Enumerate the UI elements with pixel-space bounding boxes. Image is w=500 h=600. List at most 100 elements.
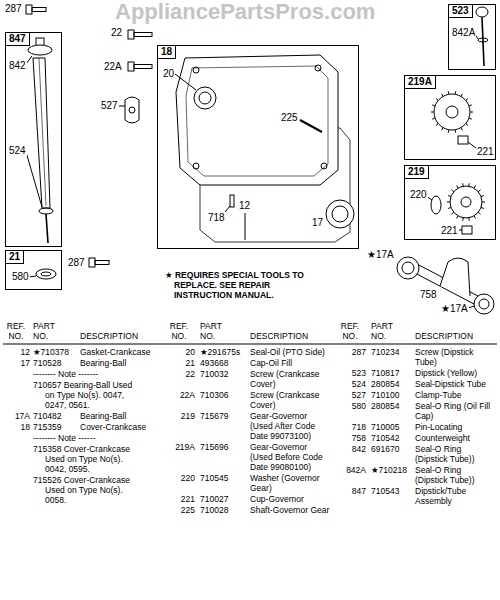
table-cell: 842A: [334, 465, 366, 475]
column-header: REF. NO.: [163, 321, 195, 341]
tube-seal: [39, 208, 53, 214]
column-header: DESCRIPTION: [80, 331, 138, 341]
leader-line: [468, 142, 476, 148]
table-cell: Seal-O Ring (Dipstick Tube)): [415, 465, 495, 485]
screw-head: [26, 5, 32, 14]
gear-tooth: [448, 207, 451, 208]
gear-tooth: [447, 202, 450, 203]
table-cell: 715359: [33, 422, 78, 432]
gear-tooth: [482, 202, 485, 203]
tube-highlight: [39, 58, 46, 206]
group-number-tab: 18: [158, 46, 176, 59]
callout-number: 758: [419, 289, 438, 300]
group-number-tab: 847: [6, 33, 30, 46]
table-cell: Cover-Crankcase: [80, 422, 158, 432]
gear-tooth: [448, 91, 450, 94]
table-cell: 523: [334, 368, 366, 378]
gear-tooth: [436, 124, 438, 126]
table-cell: 847: [334, 486, 366, 496]
leader-line: [118, 106, 125, 107]
gear-tooth: [462, 183, 464, 186]
callout-number: 524: [8, 145, 27, 156]
table-cell: 18: [2, 422, 30, 432]
table-cell: 715679: [200, 411, 246, 421]
gear-tooth: [442, 128, 444, 131]
ball-bearing-inner: [332, 206, 348, 222]
bolt-boss: [193, 163, 199, 169]
table-cell: 710528: [33, 358, 78, 368]
o-ring: [36, 269, 56, 279]
table-cell: 842: [334, 444, 366, 454]
gear-tooth: [474, 216, 476, 219]
table-cell: 21: [163, 358, 195, 368]
o-ring: [478, 38, 488, 42]
column-header: PART NO.: [200, 321, 230, 341]
screw-head: [128, 30, 134, 39]
washer: [431, 196, 441, 214]
table-cell: 691670: [371, 444, 413, 454]
table-cell: 710100: [371, 390, 413, 400]
callout-number: 221: [476, 146, 495, 157]
table-cell: 710542: [371, 433, 413, 443]
table-cell: 710032: [200, 369, 246, 379]
table-cell: Dipstick (Yellow): [415, 368, 495, 378]
gear-tooth: [469, 118, 472, 119]
governor-gear: [431, 91, 476, 148]
column-header: PART NO.: [371, 321, 401, 341]
parts-group-box: 21: [5, 250, 62, 290]
table-cell: Seal-Dipstick Tube: [415, 379, 495, 389]
gear-tooth: [451, 190, 453, 192]
table-cell: Shaft-Governor Gear: [250, 505, 332, 515]
counterweight: [397, 257, 494, 314]
oil-fill-cap: [29, 269, 56, 279]
table-cell: Gear-Governor (Used After Code Date 9907…: [250, 411, 332, 441]
leader-line: [175, 74, 196, 90]
screw-head: [89, 258, 95, 267]
parts-group-box: 18: [157, 45, 359, 249]
clamp-hole: [129, 107, 135, 113]
table-cell: 718: [334, 422, 366, 432]
table-cell: 287: [334, 347, 366, 357]
table-cell: 710657 Bearing-Ball Used on Type No(s). …: [33, 380, 137, 410]
gear-tooth: [468, 218, 470, 221]
table-cell: 524: [334, 379, 366, 389]
gear-tooth: [431, 112, 434, 113]
table-cell: Gasket-Crankcase: [80, 347, 158, 357]
callout-number: 221: [440, 225, 459, 236]
table-cell: 715358 Cover-Crankcase Used on Type No(s…: [33, 444, 137, 474]
dipstick-cap: [28, 45, 52, 55]
callout-number: 580: [11, 271, 30, 282]
table-cell: Screw (Crankcase Cover): [250, 390, 332, 410]
table-cell: Counterweight: [415, 433, 495, 443]
table-cell: 280854: [371, 401, 413, 411]
gear-tooth: [442, 94, 444, 97]
special-tools-note: ★ REQUIRES SPECIAL TOOLS TO REPLACE. SEE…: [165, 270, 324, 300]
gear-tooth: [478, 190, 480, 192]
table-cell: Seal-Oil (PTO Side): [250, 347, 332, 357]
gear-body: [434, 94, 470, 130]
callout-number: 12: [238, 200, 251, 211]
leader-line: [26, 152, 42, 207]
table-cell: 710234: [371, 347, 413, 357]
callout-number: 527: [100, 100, 119, 111]
callout-number: 22A: [103, 61, 123, 72]
table-cell: 710306: [200, 390, 246, 400]
callout-number: 718: [207, 212, 226, 223]
table-cell: -------- Note ------: [33, 433, 137, 443]
leader-line: [225, 206, 230, 212]
table-cell: 280854: [371, 379, 413, 389]
table-cell: Gear-Governor (Used Before Code Date 990…: [250, 442, 332, 472]
gear-body: [450, 186, 482, 218]
governor-cup: [462, 226, 472, 234]
ball-bearing-inner: [402, 262, 414, 274]
callout-number: 842: [8, 60, 27, 71]
table-cell: 710005: [371, 422, 413, 432]
cover-rib: [186, 66, 328, 176]
callout-number: 220: [409, 189, 428, 200]
table-cell: 710482: [33, 411, 78, 421]
table-cell: 580: [334, 401, 366, 411]
table-cell: 710028: [200, 505, 246, 515]
callout-number: 287: [67, 257, 86, 268]
gear-tooth: [448, 130, 450, 133]
callout-number: 17: [311, 217, 324, 228]
